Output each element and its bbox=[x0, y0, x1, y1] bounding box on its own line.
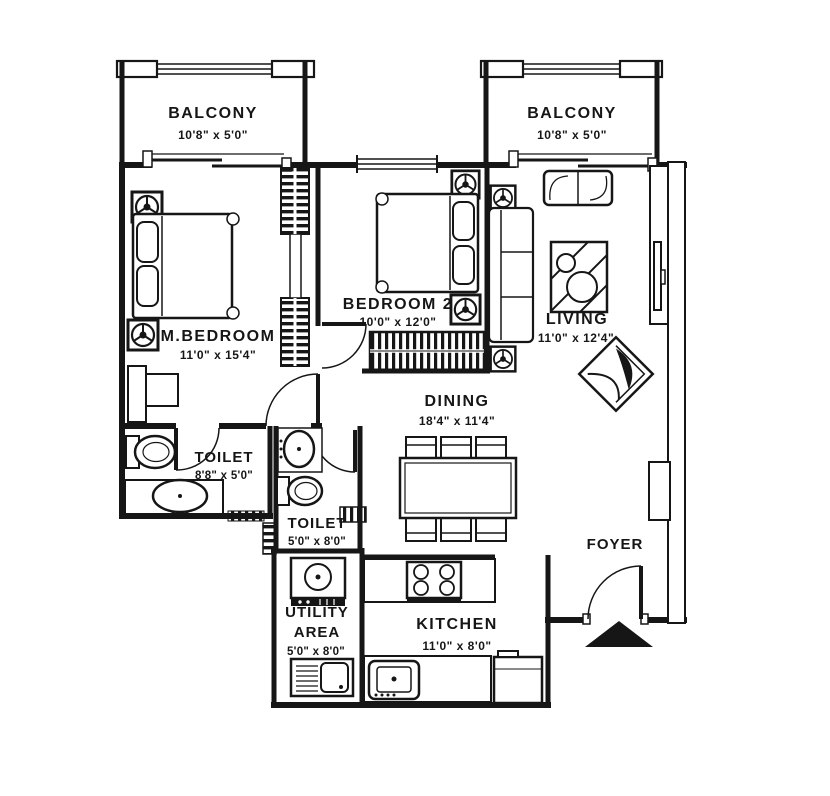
room-toilet-2 bbox=[276, 427, 324, 507]
dining-table bbox=[398, 456, 518, 520]
loveseat bbox=[542, 169, 614, 207]
label-bedroom-2-name: BEDROOM 2 bbox=[343, 296, 453, 313]
room-bedroom-2 bbox=[368, 169, 486, 372]
fridge bbox=[492, 650, 544, 705]
room-labels: BALCONY 10'8" x 5'0" BALCONY 10'8" x 5'0… bbox=[161, 105, 644, 658]
wc-toilet bbox=[276, 475, 324, 507]
washing-machine bbox=[289, 556, 347, 606]
room-utility bbox=[289, 556, 355, 698]
door-swing-entrance bbox=[587, 565, 643, 620]
label-balcony-right-dims: 10'8" x 5'0" bbox=[537, 128, 607, 142]
sofa bbox=[487, 206, 535, 344]
washbasin-counter bbox=[277, 427, 323, 473]
label-utility-dims: 5'0" x 8'0" bbox=[287, 646, 345, 658]
kitchen-sink-counter bbox=[363, 655, 492, 703]
window bbox=[356, 155, 438, 173]
room-dining bbox=[398, 436, 518, 542]
label-balcony-left-dims: 10'8" x 5'0" bbox=[178, 128, 248, 142]
balcony-railing bbox=[479, 59, 664, 79]
label-toilet-1-name: TOILET bbox=[194, 449, 253, 466]
kitchen-hob-counter bbox=[363, 558, 496, 603]
ac-fan-icon bbox=[489, 184, 517, 212]
room-kitchen bbox=[363, 558, 544, 705]
label-m-bedroom-name: M.BEDROOM bbox=[161, 328, 276, 345]
bedside-desk bbox=[127, 365, 179, 423]
tv-unit bbox=[649, 165, 669, 325]
threshold-step bbox=[227, 510, 265, 522]
label-balcony-right-name: BALCONY bbox=[527, 105, 617, 122]
label-dining-name: DINING bbox=[425, 393, 490, 410]
label-dining-dims: 18'4" x 11'4" bbox=[419, 414, 495, 428]
room-m-bedroom bbox=[126, 167, 310, 423]
label-toilet-2-name: TOILET bbox=[287, 515, 346, 532]
wc-toilet bbox=[125, 434, 177, 470]
label-foyer-name: FOYER bbox=[587, 536, 644, 553]
washbasin-counter bbox=[124, 478, 224, 516]
entrance-arrow-icon bbox=[585, 621, 653, 647]
utility-sink bbox=[289, 657, 355, 698]
door-swing-toilet-1 bbox=[174, 427, 220, 471]
door-swing-m-bedroom bbox=[265, 373, 320, 427]
wardrobe bbox=[280, 167, 310, 367]
duct-shaft bbox=[339, 506, 367, 523]
label-toilet-2-dims: 5'0" x 8'0" bbox=[288, 536, 346, 548]
ac-fan-icon bbox=[126, 318, 160, 352]
label-m-bedroom-dims: 11'0" x 15'4" bbox=[180, 348, 256, 362]
sliding-door bbox=[142, 150, 292, 172]
ac-fan-icon bbox=[489, 345, 517, 373]
wardrobe bbox=[368, 330, 486, 372]
double-bed bbox=[375, 192, 480, 294]
balcony-railing bbox=[115, 59, 316, 79]
label-living-name: LIVING bbox=[546, 311, 608, 328]
label-kitchen-dims: 11'0" x 8'0" bbox=[422, 639, 491, 653]
sliding-door bbox=[508, 150, 658, 172]
duct-shaft bbox=[262, 522, 277, 555]
label-toilet-1-dims: 8'8" x 5'0" bbox=[195, 470, 253, 482]
label-living-dims: 11'0" x 12'4" bbox=[538, 331, 614, 345]
label-balcony-left-name: BALCONY bbox=[168, 105, 258, 122]
room-living bbox=[487, 165, 669, 373]
accent-chair bbox=[577, 335, 655, 413]
label-utility-name-1: UTILITY bbox=[285, 604, 349, 621]
ac-fan-icon bbox=[449, 293, 482, 326]
room-toilet-1 bbox=[124, 434, 224, 516]
label-utility-name-2: AREA bbox=[294, 624, 341, 641]
label-bedroom-2-dims: 10'0" x 12'0" bbox=[360, 315, 437, 329]
label-kitchen-name: KITCHEN bbox=[416, 616, 498, 633]
double-bed bbox=[131, 212, 240, 320]
coffee-table bbox=[549, 240, 609, 314]
door-swing-bedroom-2 bbox=[321, 322, 367, 369]
doors bbox=[174, 322, 653, 647]
